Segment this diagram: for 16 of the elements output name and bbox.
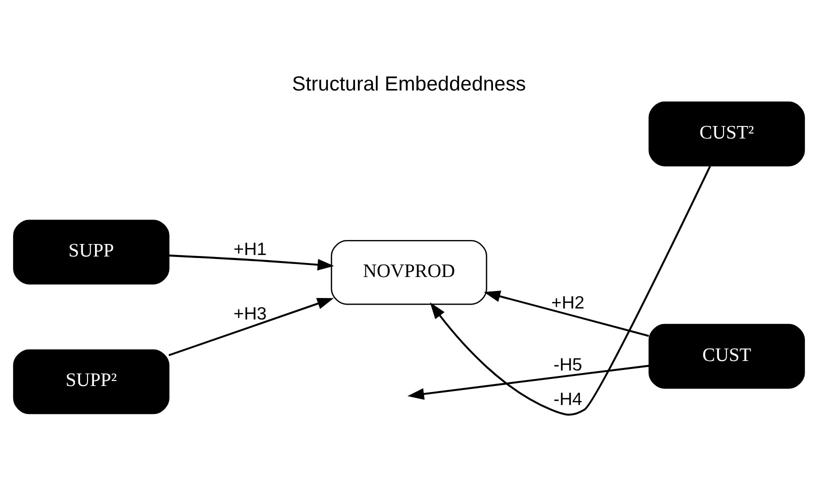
edge-label: -H5: [554, 354, 582, 375]
node-box: CUST: [648, 324, 805, 389]
edge-label: +H3: [234, 304, 267, 324]
node-box: NOVPROD: [330, 240, 488, 305]
node-box: SUPP²: [13, 349, 170, 414]
arrow: [484, 290, 650, 337]
edge-label: -H4: [554, 388, 582, 409]
arrow: [168, 254, 334, 270]
edge-label: +H2: [551, 292, 584, 312]
arrow: [168, 298, 334, 356]
node-box: SUPP: [13, 220, 170, 285]
node-box: CUST²: [648, 102, 805, 166]
arrow: [407, 364, 650, 400]
arrow: [430, 166, 711, 416]
diagram-title: Structural Embeddedness: [292, 73, 526, 96]
edge-label: +H1: [234, 238, 267, 259]
